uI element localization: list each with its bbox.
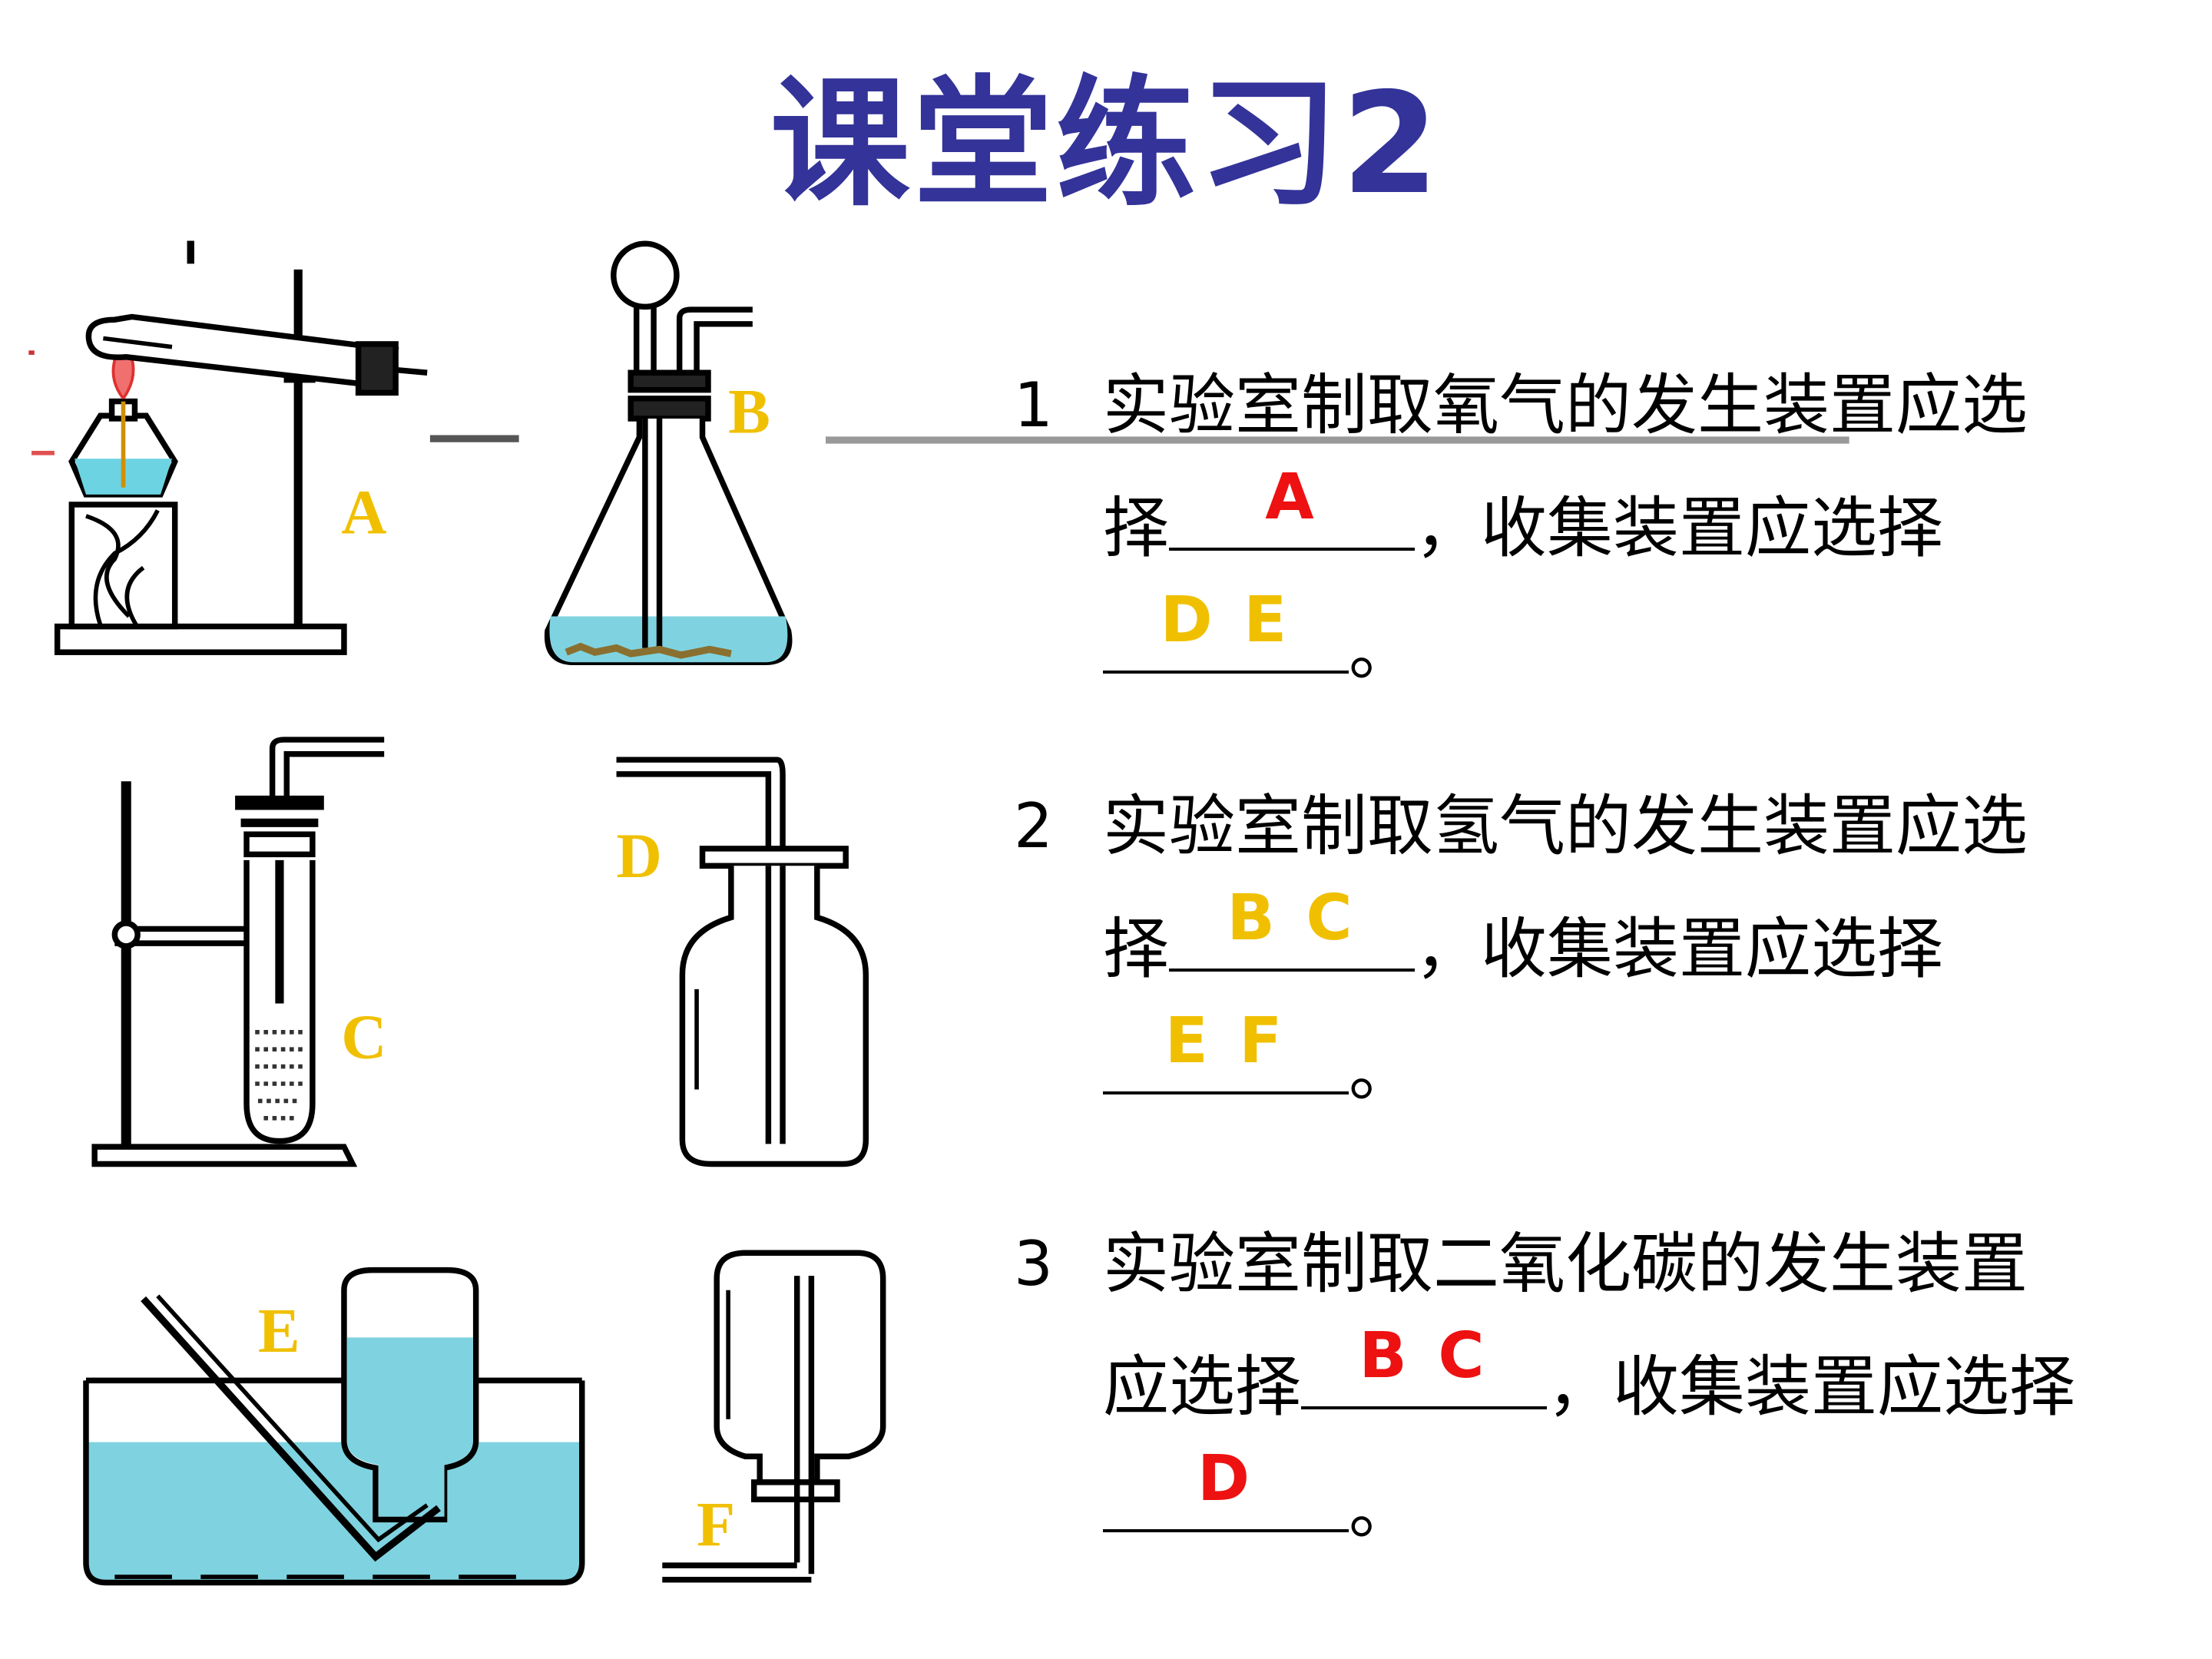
question-text-prefix: 应选择	[1103, 1349, 1301, 1426]
apparatus-a	[28, 240, 428, 655]
question-text: 实验室制取氧气的发生装置应选	[1103, 367, 2028, 444]
question-text-prefix: 择	[1103, 911, 1169, 988]
collector-answer: D	[1197, 1442, 1255, 1515]
generator-answer: B C	[1359, 1320, 1489, 1392]
question-number: 1	[1014, 369, 1053, 441]
label-b: B	[728, 377, 770, 447]
question-number: 3	[1014, 1228, 1053, 1300]
collector-answer: E F	[1164, 1005, 1287, 1078]
question-end: 。	[1349, 1472, 1415, 1548]
label-e: E	[258, 1296, 300, 1366]
generator-answer-blank: B C	[1169, 887, 1415, 972]
collector-answer-blank: D E	[1103, 589, 1349, 674]
question-end: 。	[1349, 613, 1415, 690]
apparatus-b	[544, 240, 793, 666]
question-text-suffix: ，收集装置应选择	[1547, 1349, 2075, 1426]
question-text: 实验室制取氢气的发生装置应选	[1103, 788, 2028, 865]
collector-answer: D E	[1160, 584, 1292, 657]
generator-answer: B C	[1227, 882, 1357, 955]
collector-answer-blank: D	[1103, 1448, 1349, 1532]
generator-answer-blank: A	[1169, 466, 1415, 551]
apparatus-d	[616, 757, 869, 1167]
label-d: D	[617, 821, 662, 891]
question-text-prefix: 择	[1103, 490, 1169, 567]
generator-answer: A	[1265, 461, 1319, 534]
page-title: 课堂练习2	[770, 62, 1442, 225]
label-c: C	[341, 1002, 386, 1071]
question-text: 实验室制取二氧化碳的发生装置	[1103, 1226, 2028, 1303]
apparatus-c	[91, 737, 385, 1167]
apparatus-e	[83, 1267, 585, 1586]
question-end: 。	[1349, 1034, 1415, 1111]
label-f: F	[697, 1489, 735, 1559]
apparatus-f	[662, 1250, 886, 1583]
label-a: A	[341, 477, 386, 547]
generator-answer-blank: B C	[1301, 1325, 1547, 1409]
question-number: 2	[1014, 790, 1053, 862]
question-text-suffix: ，收集装置应选择	[1415, 911, 1943, 988]
collector-answer-blank: E F	[1103, 1010, 1349, 1094]
question-text-suffix: ，收集装置应选择	[1415, 490, 1943, 567]
